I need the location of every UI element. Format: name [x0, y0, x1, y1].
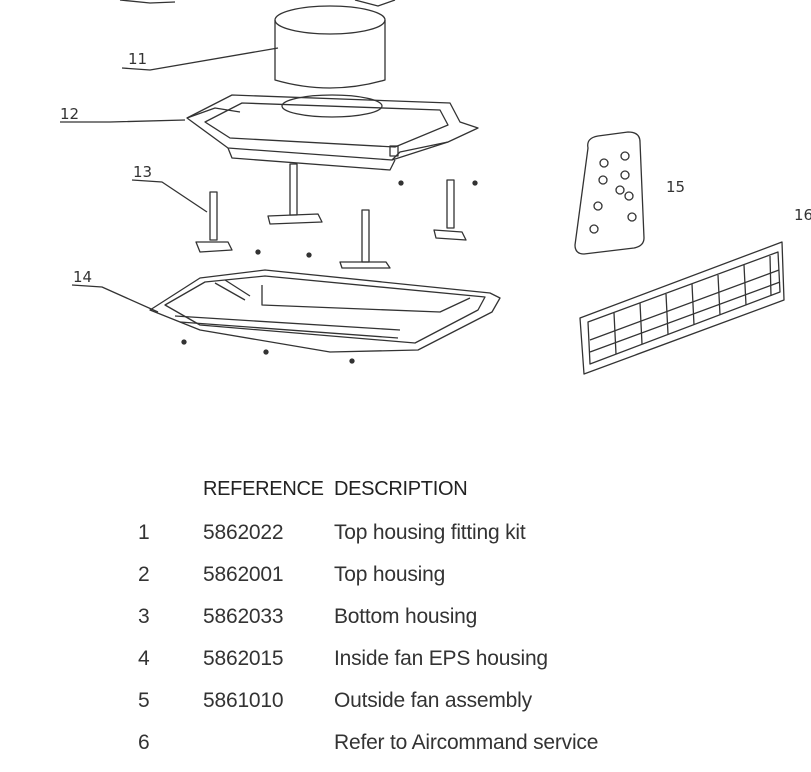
- row-reference: 5862033: [203, 605, 284, 628]
- table-row: 1 5862022 Top housing fitting kit: [120, 512, 734, 554]
- row-reference: 5861010: [203, 689, 284, 712]
- exploded-parts-diagram: 11 12 13 14 15 16: [60, 0, 811, 375]
- row-reference: 5862015: [203, 647, 284, 670]
- part-11-duct: [274, 5, 386, 89]
- top-edge-fragment: [119, 0, 396, 7]
- part-12-top-housing: [186, 94, 479, 171]
- callout-11: 11: [128, 50, 147, 68]
- table-row: 6 Refer to Aircommand service: [120, 722, 734, 764]
- row-number: 4: [138, 647, 150, 670]
- callout-15: 15: [666, 178, 685, 196]
- table-row: 2 5862001 Top housing: [120, 554, 734, 596]
- header-reference: REFERENCE: [203, 477, 324, 500]
- row-description: Outside fan assembly: [334, 689, 532, 712]
- row-description: Inside fan EPS housing: [334, 647, 548, 670]
- table-row: 4 5862015 Inside fan EPS housing: [120, 638, 734, 680]
- table-header-row: REFERENCE DESCRIPTION: [120, 476, 734, 512]
- callout-16: 16: [794, 206, 811, 224]
- row-description: Top housing: [334, 563, 446, 586]
- part-14-bottom-housing: [149, 269, 501, 364]
- row-number: 6: [138, 731, 150, 754]
- row-reference: 5862001: [203, 563, 284, 586]
- row-description: Top housing fitting kit: [334, 521, 526, 544]
- callout-14: 14: [73, 268, 92, 286]
- leader-lines: [60, 47, 279, 313]
- callout-12: 12: [60, 105, 79, 123]
- row-description: Refer to Aircommand service: [334, 731, 599, 754]
- row-description: Bottom housing: [334, 605, 478, 628]
- header-number: [120, 476, 203, 512]
- row-number: 2: [138, 563, 150, 586]
- part-16-filter: [579, 241, 785, 375]
- row-reference: 5862022: [203, 521, 284, 544]
- row-reference: [203, 722, 334, 764]
- table-row: 5 5861010 Outside fan assembly: [120, 680, 734, 722]
- row-number: 3: [138, 605, 150, 628]
- row-number: 1: [138, 521, 150, 544]
- parts-reference-table: REFERENCE DESCRIPTION 1 5862022 Top hous…: [120, 476, 734, 764]
- row-number: 5: [138, 689, 150, 712]
- table-row: 3 5862033 Bottom housing: [120, 596, 734, 638]
- header-description: DESCRIPTION: [334, 477, 468, 500]
- callout-13: 13: [133, 163, 152, 181]
- part-15-remote-control: [574, 131, 645, 255]
- part-13-standoffs: [195, 163, 478, 269]
